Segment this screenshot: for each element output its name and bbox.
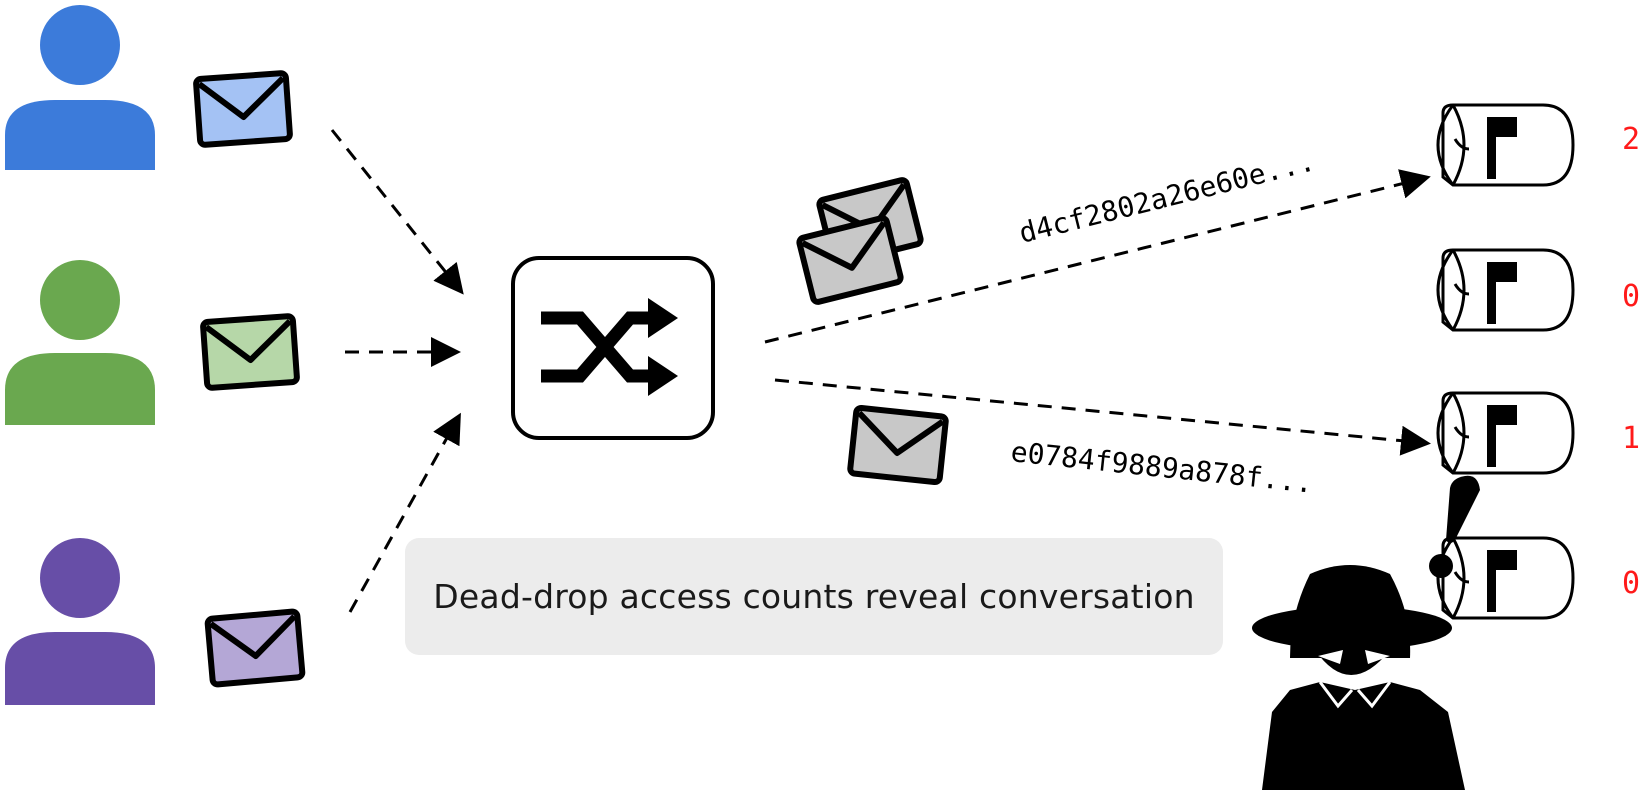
arrow-mixer-to-mailbox-1: [764, 169, 1431, 344]
arrow-mixer-to-mailbox-3: [774, 378, 1431, 456]
hash-label-bottom: e0784f9889a878f...: [1009, 435, 1314, 500]
mailbox-icon-4: [1436, 536, 1575, 620]
mailbox-icon-2: [1436, 248, 1575, 332]
user-blue-icon: [5, 5, 155, 170]
envelope-icon-gray-single: [847, 404, 949, 486]
mailbox-count-2: 0: [1622, 279, 1641, 314]
mailbox-icon-1: [1436, 103, 1575, 187]
arrow-user-purple-to-mixer: [348, 412, 461, 613]
mailbox-count-4: 0: [1622, 566, 1641, 601]
user-purple-icon: [5, 538, 155, 705]
mailbox-count-1: 2: [1622, 122, 1641, 157]
arrow-user-blue-to-mixer: [330, 129, 464, 295]
envelope-icon-purple: [204, 608, 306, 688]
mailbox-count-3: 1: [1622, 421, 1641, 456]
envelope-icon-gray-front: [796, 215, 904, 305]
shuffle-icon: [511, 256, 715, 440]
user-green-icon: [5, 260, 155, 425]
mailbox-icon-3: [1436, 391, 1575, 475]
spy-icon: [1252, 565, 1465, 790]
exclamation-icon: [1429, 475, 1480, 578]
envelope-icon-green: [200, 313, 300, 391]
caption-box: Dead-drop access counts reveal conversat…: [405, 538, 1223, 655]
envelope-icon-blue: [193, 70, 293, 148]
caption-text: Dead-drop access counts reveal conversat…: [433, 577, 1195, 616]
hash-label-top: d4cf2802a26e60e...: [1016, 144, 1318, 249]
